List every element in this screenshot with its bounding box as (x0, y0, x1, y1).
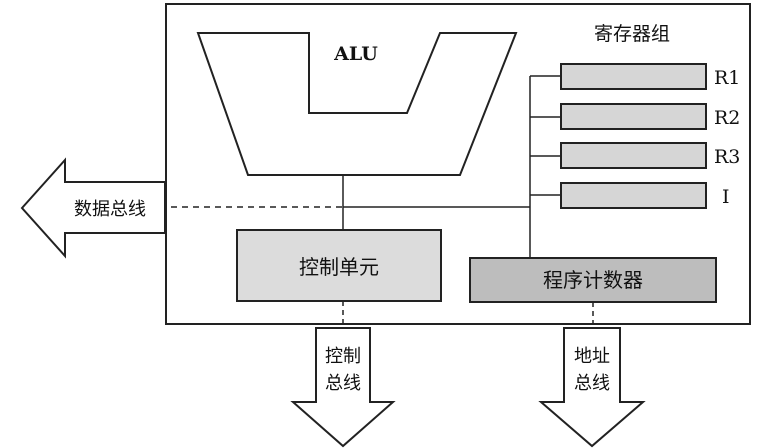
register-r3-label: R3 (714, 146, 740, 168)
control-bus-label-line1: 控制 (325, 346, 361, 367)
data-bus-arrow (20, 157, 166, 259)
program-counter-label: 程序计数器 (543, 268, 643, 292)
register-i-label: I (722, 186, 730, 208)
address-bus-arrow (538, 327, 646, 448)
control-unit (236, 229, 442, 302)
data-bus-label: 数据总线 (74, 199, 146, 220)
register-group-title: 寄存器组 (594, 23, 670, 45)
control-bus-label-line2: 总线 (325, 373, 361, 394)
program-counter (469, 257, 717, 303)
register-r2 (560, 103, 707, 130)
address-bus-label-line1: 地址 (574, 346, 610, 367)
address-bus-label-line2: 总线 (574, 373, 610, 394)
register-r3 (560, 142, 707, 169)
control-bus-arrow (290, 327, 396, 448)
register-r1-label: R1 (714, 67, 740, 89)
control-unit-label: 控制单元 (299, 255, 379, 279)
register-r2-label: R2 (714, 107, 740, 129)
alu-label: ALU (333, 43, 378, 65)
register-i (560, 182, 707, 209)
alu-shape (196, 32, 518, 176)
register-r1 (560, 63, 707, 90)
